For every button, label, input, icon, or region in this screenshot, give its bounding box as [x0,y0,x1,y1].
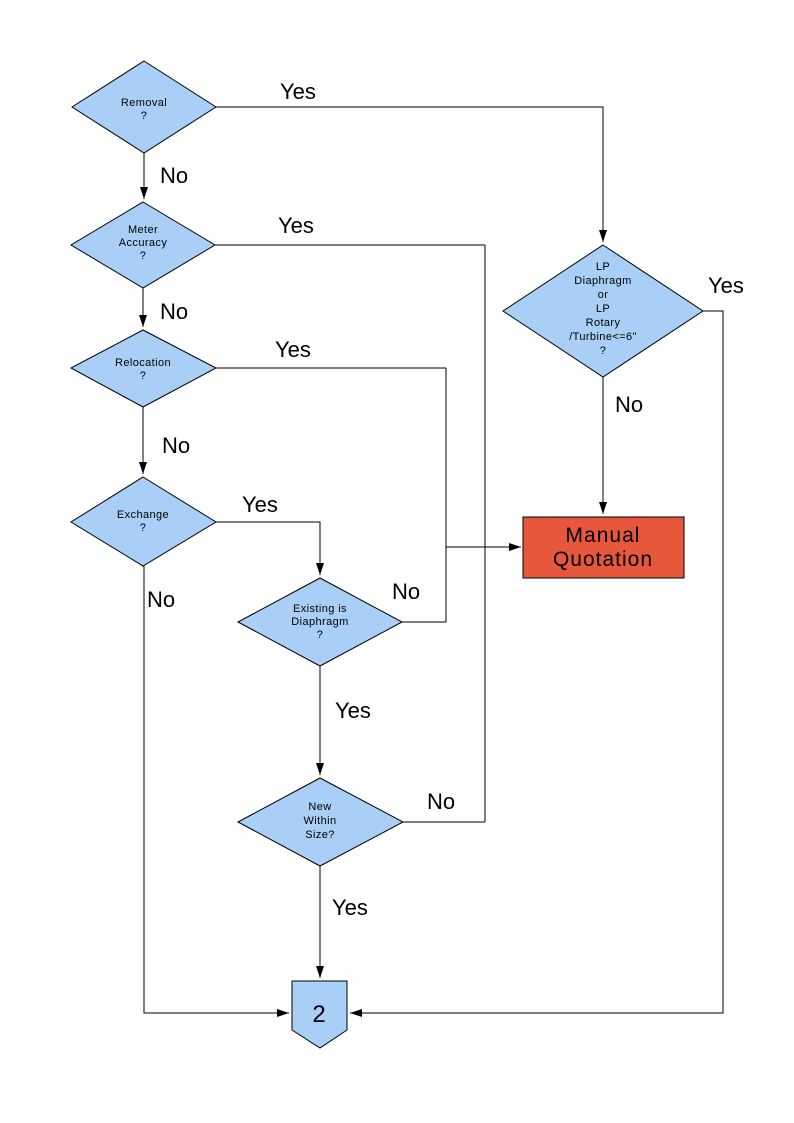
decision-removal-shape [71,60,217,154]
decision-meter-accuracy-text-line1: Accuracy [119,237,168,249]
edge-removal-yes-line [216,106,607,242]
decision-removal-text-line0: Removal [121,97,167,109]
decision-existing-text-line0: Existing is [293,603,347,615]
edges [139,106,724,1017]
edge-label-lp-yes: Yes [708,273,744,298]
decision-new-within-size-shape [236,777,405,867]
decision-existing-text-line1: Diaphragm [291,616,348,628]
offpage-connector-2-shape [291,980,348,1049]
decision-new-within-size: New Within Size? [236,777,405,867]
edge-label-relocation-no: No [162,433,190,458]
manual-quotation-text-line0: Manual [566,524,641,547]
decision-lp-text-line6: ? [600,345,607,357]
edge-label-new-within-size-no: No [427,789,455,814]
decision-meter-accuracy-text-line2: ? [140,250,147,262]
edge-label-meter-accuracy-yes: Yes [278,213,314,238]
decision-lp-text-line5: /Turbine<=6" [569,331,637,343]
offpage-connector-2-text: 2 [312,1001,325,1028]
edge-labels: Yes No Yes No Yes No Yes No No Yes No Ye… [147,79,744,920]
edge-exchange-no-line [143,566,289,1017]
decision-existing-is-diaphragm: Existing is Diaphragm ? [236,577,404,667]
edge-label-exchange-no: No [147,587,175,612]
decision-existing-text-line2: ? [317,629,324,641]
decision-lp-meter-type-shape [502,244,704,378]
decision-relocation-text-line1: ? [140,370,147,382]
decision-relocation-text-line0: Relocation [115,357,171,369]
decision-exchange: Exchange ? [70,476,217,567]
edge-label-removal-yes: Yes [280,79,316,104]
decision-meter-accuracy-text-line0: Meter [128,224,158,236]
decision-relocation-shape [69,329,218,408]
decision-lp-text-line0: LP [596,261,610,273]
decision-new-text-line0: New [308,801,331,813]
edge-lp-yes-line [350,310,724,1017]
decision-lp-text-line1: Diaphragm [574,275,631,287]
decision-exchange-text-line0: Exchange [117,509,169,521]
manual-quotation-text-line1: Quotation [553,548,653,571]
decision-removal: Removal ? [71,60,217,154]
edge-label-exchange-yes: Yes [242,492,278,517]
decision-lp-text-line2: or [598,289,609,301]
decision-lp-meter-type: LP Diaphragm or LP Rotary /Turbine<=6" ? [502,244,704,378]
decision-new-text-line2: Size? [305,829,335,841]
edge-label-new-within-size-yes: Yes [332,895,368,920]
decision-lp-text-line3: LP [596,303,610,315]
edge-label-existing-no: No [392,579,420,604]
edge-exchange-yes-line [216,521,324,575]
edge-label-relocation-yes: Yes [275,337,311,362]
decision-meter-accuracy: Meter Accuracy ? [70,201,216,289]
decision-lp-text-line4: Rotary [586,317,621,329]
decision-exchange-shape [70,476,217,567]
decision-existing-is-diaphragm-shape [236,577,404,667]
edge-label-lp-no: No [615,392,643,417]
decision-relocation: Relocation ? [69,329,218,408]
edge-label-meter-accuracy-no: No [160,299,188,324]
decision-exchange-text-line1: ? [140,522,147,534]
edge-label-removal-no: No [160,163,188,188]
process-manual-quotation: Manual Quotation [522,516,685,579]
decision-new-text-line1: Within [304,815,337,827]
offpage-connector-2: 2 [291,980,348,1049]
process-manual-quotation-shape [522,516,685,579]
decision-meter-accuracy-shape [70,201,216,289]
edge-label-existing-yes: Yes [335,698,371,723]
decision-removal-text-line1: ? [141,110,148,122]
